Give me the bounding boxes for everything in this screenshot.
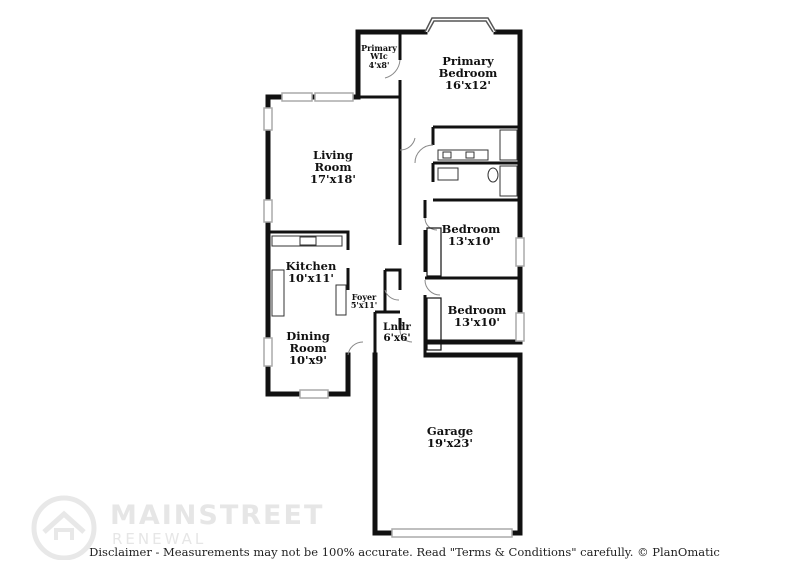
disclaimer-text: Disclaimer - Measurements may not be 100… xyxy=(89,545,720,559)
room-label-living-room: Living Room 17'x18' xyxy=(310,148,356,187)
bay-window xyxy=(424,17,497,33)
closets xyxy=(426,227,442,351)
kitchen-fixtures xyxy=(271,235,347,317)
room-label-garage: Garage 19'x23' xyxy=(426,424,474,451)
windows xyxy=(263,92,525,538)
room-label-bedroom-upper: Bedroom 13'x10' xyxy=(441,222,501,249)
watermark-brand: MAINSTREET xyxy=(110,500,325,531)
bath-fixtures xyxy=(437,129,518,197)
watermark-sub: RENEWAL xyxy=(112,530,207,548)
room-label-primary-wic: Primary WIc 4'x8' xyxy=(361,43,397,70)
room-label-laundry: Lndr 6'x6' xyxy=(383,321,411,345)
room-label-bedroom-lower: Bedroom 13'x10' xyxy=(447,303,507,330)
interior-walls xyxy=(268,32,520,355)
room-label-kitchen: Kitchen 10'x11' xyxy=(285,259,337,286)
door-swings xyxy=(347,59,441,356)
room-label-foyer: Foyer 5'x11' xyxy=(350,292,378,311)
room-label-dining-room: Dining Room 10'x9' xyxy=(286,329,330,368)
mainstreet-logo-icon xyxy=(31,495,97,560)
room-label-primary-bedroom: Primary Bedroom 16'x12' xyxy=(438,54,498,93)
